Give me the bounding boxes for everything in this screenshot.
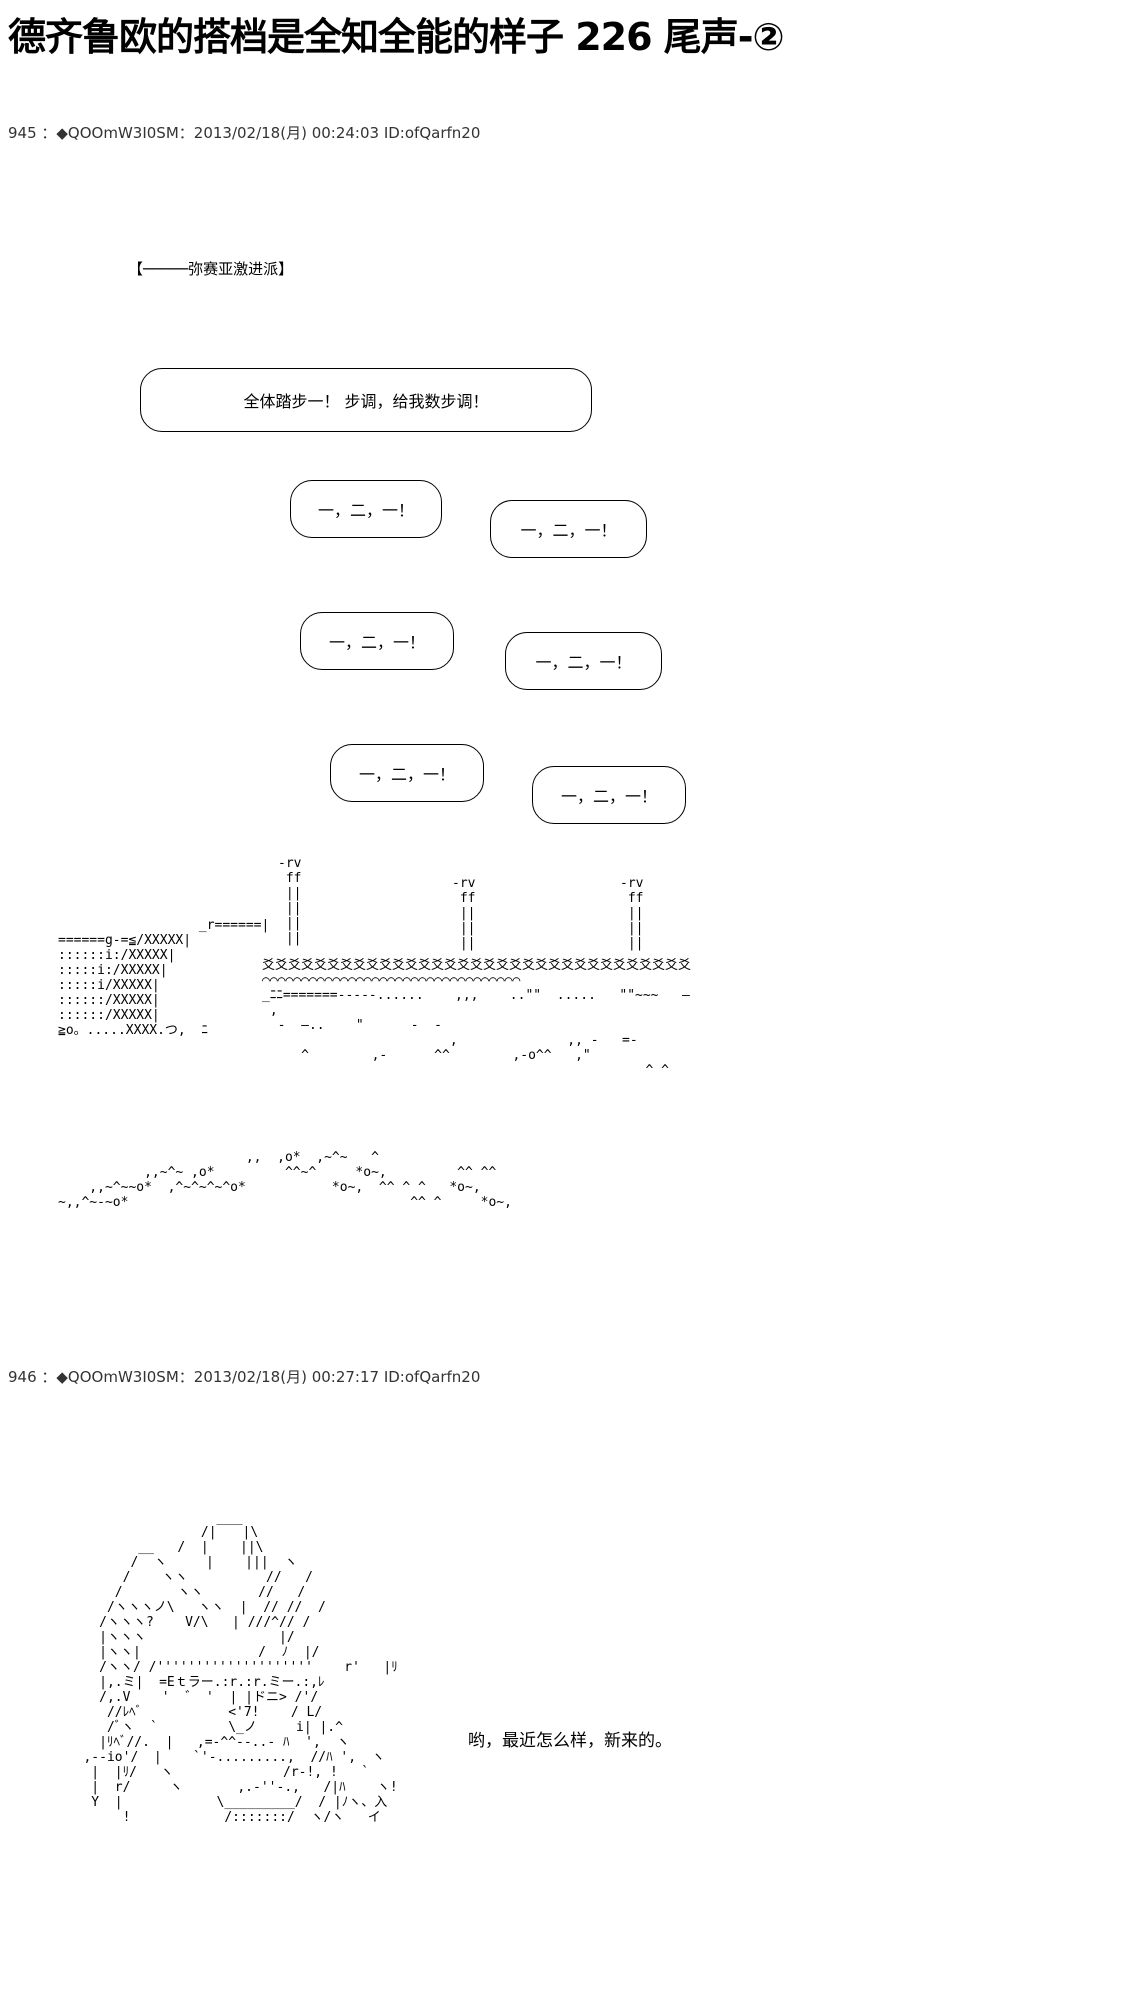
chant-bubble: 一，二，一！ <box>300 612 454 670</box>
character-speech: 哟，最近怎么样，新来的。 <box>468 1731 672 1751</box>
faction-caption: 【─────弥赛亚激进派】 <box>128 260 294 278</box>
chant-text: 一，二，一！ <box>520 521 617 540</box>
marching-rows-art: 爻爻爻爻爻爻爻爻爻爻爻爻爻爻爻爻爻爻爻爻爻爻爻爻爻爻爻爻爻爻爻爻爻 ⌒⌒⌒⌒⌒⌒… <box>262 958 692 1078</box>
main-speech-bubble: 全体踏步一！ 步调，给我数步调！ <box>140 368 592 432</box>
chant-bubble: 一，二，一！ <box>532 766 686 824</box>
chant-text: 一，二，一！ <box>560 787 657 806</box>
chant-bubble: 一，二，一！ <box>505 632 662 690</box>
ground-art: ,, ,o* ,~^~ ^ ,,~^~ ,o* ^^~^ *o~, ^^ ^^ … <box>58 1150 512 1210</box>
post-header-945: 945 ：◆QOOmW3I0SM：2013/02/18(月) 00:24:03 … <box>8 124 481 142</box>
chant-text: 一，二，一！ <box>317 501 414 520</box>
chant-text: 一，二，一！ <box>535 653 632 672</box>
page-title: 德齐鲁欧的搭档是全知全能的样子 226 尾声-② <box>8 15 785 59</box>
flag-art: -rv ff || || || <box>452 876 476 951</box>
chant-bubble: 一，二，一！ <box>490 500 647 558</box>
flag-art: -rv ff || || || || <box>278 856 302 946</box>
character-art: /|￣￣|\ __ / | ||\ / ヽ | ||| ヽ / ヽヽ // / … <box>83 1525 398 1825</box>
chant-bubble: 一，二，一！ <box>290 480 442 538</box>
main-speech-text: 全体踏步一！ 步调，给我数步调！ <box>243 392 489 411</box>
post-header-946: 946 ：◆QOOmW3I0SM：2013/02/18(月) 00:27:17 … <box>8 1368 481 1386</box>
flag-art: -rv ff || || || <box>620 876 644 951</box>
crowd-art: _r======| ======g-=≦/XXXXX| ::::::i:/XXX… <box>58 918 270 1038</box>
chant-text: 一，二，一！ <box>328 633 425 652</box>
chant-bubble: 一，二，一！ <box>330 744 484 802</box>
chant-text: 一，二，一！ <box>358 765 455 784</box>
